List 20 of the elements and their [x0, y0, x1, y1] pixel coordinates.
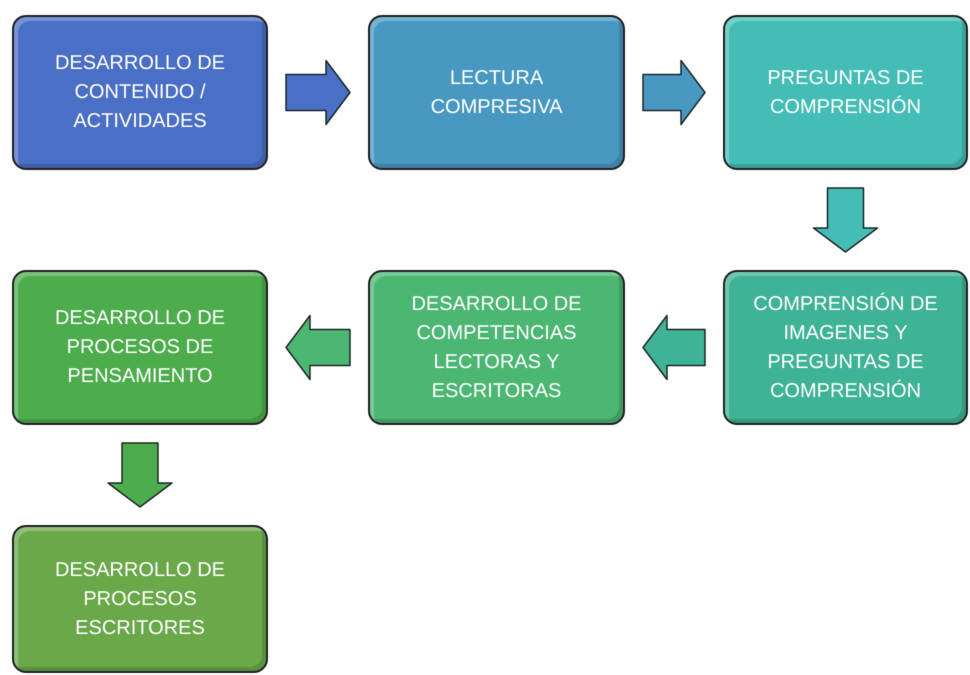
- process-box: [12, 270, 268, 425]
- block-arrow: [642, 60, 706, 126]
- block-arrow: [642, 314, 706, 380]
- box-label: LECTURA COMPRESIVA: [430, 66, 564, 120]
- process-box: [723, 270, 968, 425]
- block-arrow: [812, 187, 878, 253]
- process-box: [723, 15, 968, 170]
- process-box: [368, 270, 625, 425]
- box-label: DESARROLLO DE CONTENIDO / ACTIVIDADES: [54, 51, 226, 134]
- box-label: COMPRENSIÓN DE IMAGENES Y PREGUNTAS DE COMPRENSIÓN: [752, 292, 939, 404]
- box-label: DESARROLLO DE PROCESOS DE PENSAMIENTO: [54, 306, 226, 389]
- box-label: DESARROLLO DE COMPETENCIAS LECTORAS Y ESCRITORAS: [410, 292, 583, 404]
- block-arrow: [285, 314, 351, 380]
- process-box: [12, 15, 268, 170]
- box-label: PREGUNTAS DE COMPRENSIÓN: [766, 66, 925, 120]
- box-label: DESARROLLO DE PROCESOS ESCRITORES: [54, 558, 226, 640]
- process-box: [12, 525, 268, 673]
- block-arrow: [285, 60, 351, 126]
- process-box: [368, 15, 625, 170]
- block-arrow: [107, 442, 173, 508]
